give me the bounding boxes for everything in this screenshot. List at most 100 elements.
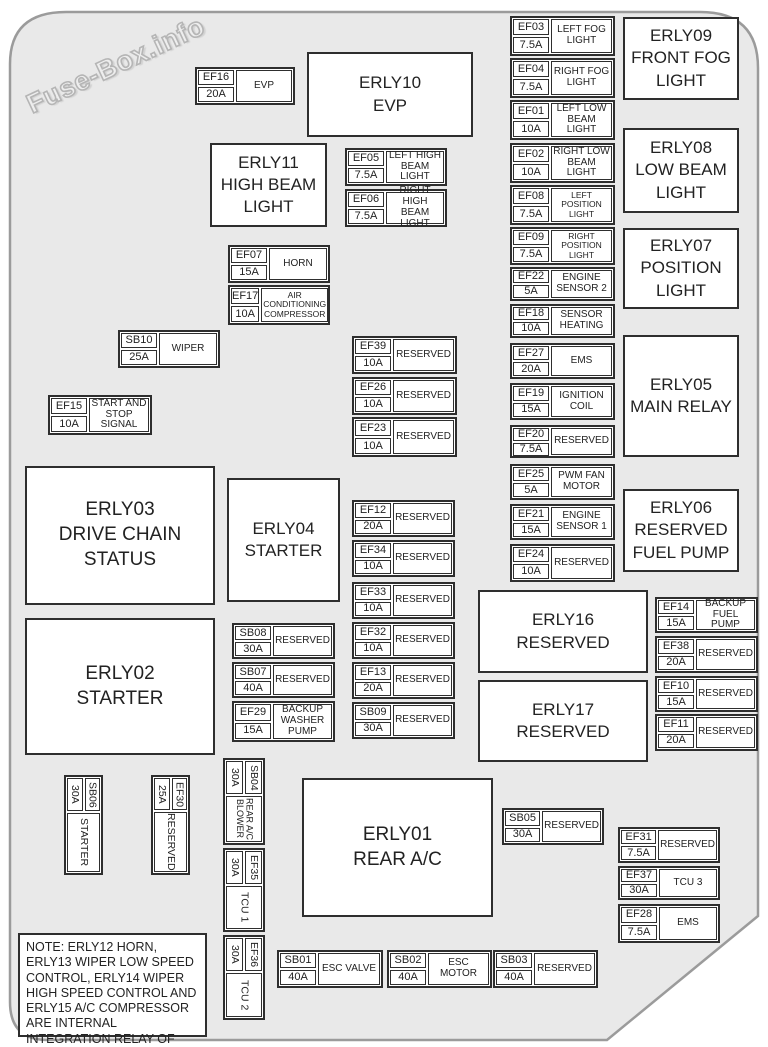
relay-desc: DRIVE CHAIN STATUS xyxy=(58,524,182,570)
fuse-id-label: EF22 xyxy=(513,270,549,283)
relay-desc: FRONT FOG LIGHT xyxy=(631,48,731,90)
fuse-desc-label: ESC VALVE xyxy=(318,953,380,985)
fuse-amp-label: 10A xyxy=(513,121,549,137)
fuse-amp-label: 10A xyxy=(513,564,549,579)
relay-desc: HIGH BEAM LIGHT xyxy=(220,174,317,217)
fuse-id-label: EF20 xyxy=(513,428,549,441)
fuse-desc-label: SENSOR HEATING xyxy=(551,307,612,335)
fuse-desc-label: TCU 3 xyxy=(659,869,717,897)
fuse-desc-label: RESERVED xyxy=(393,543,452,574)
fuse-id-label: EF36 xyxy=(245,938,262,971)
fuse-desc-label: ESC MOTOR xyxy=(428,953,489,985)
fuse-desc-label: EMS xyxy=(659,907,717,940)
fuse-amp-label: 7.5A xyxy=(513,247,549,262)
relay-name: ERLY11 xyxy=(238,152,299,172)
fuse-id-label: EF39 xyxy=(355,339,391,354)
fuse-id-label: SB04 xyxy=(245,761,262,794)
fuse-desc-label: RESERVED xyxy=(393,339,454,371)
fuse-id-label: SB02 xyxy=(390,953,426,968)
fuse-desc-label: TCU 1 xyxy=(226,886,262,929)
fuse-id-label: SB06 xyxy=(84,778,100,811)
fuse-id-label: EF27 xyxy=(513,346,549,360)
fuse-amp-label: 10A xyxy=(355,397,391,412)
fuse-amp-label: 20A xyxy=(658,733,694,748)
fuse-desc-label: RIGHT POSITION LIGHT xyxy=(551,230,612,262)
relay-desc: REAR A/C xyxy=(353,848,442,870)
fuse-id-label: EF11 xyxy=(658,717,694,732)
relay-name: ERLY02 xyxy=(85,662,155,684)
relay-name: ERLY05 xyxy=(649,374,713,394)
fuse-id-label: EF16 xyxy=(198,70,234,85)
fuse-amp-label: 10A xyxy=(355,438,391,454)
relay-name: ERLY04 xyxy=(252,518,315,538)
fuse-id-label: EF13 xyxy=(355,665,391,680)
fuse-amp-label: 7.5A xyxy=(348,168,384,183)
fuse-desc-label: LEFT FOG LIGHT xyxy=(551,19,612,53)
fuse-amp-label: 7.5A xyxy=(513,206,549,222)
fuse-desc-label: RESERVED xyxy=(696,679,755,709)
relay-name: ERLY03 xyxy=(85,499,155,521)
fuse-desc-label: TCU 2 xyxy=(226,973,262,1017)
fuse-desc-label: RESERVED xyxy=(393,665,452,696)
fuse-desc-label: RESERVED xyxy=(154,812,187,872)
relay-desc: MAIN RELAY xyxy=(630,397,732,416)
fuse-amp-label: 30A xyxy=(505,827,541,842)
fuse-desc-label: ENGINE SENSOR 2 xyxy=(551,270,612,298)
fuse-id-label: EF18 xyxy=(513,307,549,320)
fuse-amp-label: 15A xyxy=(658,695,694,709)
fuse-amp-label: 30A xyxy=(226,761,243,794)
fuse-desc-label: ENGINE SENSOR 1 xyxy=(551,507,612,537)
fuse-id-label: EF07 xyxy=(231,248,267,263)
fuse-id-label: EF28 xyxy=(621,907,657,923)
fuse-amp-label: 30A xyxy=(226,851,243,884)
fuse-id-label: EF24 xyxy=(513,547,549,562)
relay-name: ERLY10 xyxy=(358,73,422,93)
fuse-amp-label: 10A xyxy=(355,559,391,574)
fuse-id-label: EF15 xyxy=(51,398,87,414)
fuse-id-label: EF05 xyxy=(348,151,384,166)
fuse-desc-label: EVP xyxy=(236,70,292,102)
fuse-desc-label: RESERVED xyxy=(393,503,452,534)
fuse-id-label: SB07 xyxy=(235,665,271,679)
fuse-desc-label: LEFT LOW BEAM LIGHT xyxy=(551,103,612,137)
relay-name: ERLY06 xyxy=(649,498,713,518)
fuse-amp-label: 5A xyxy=(513,483,549,497)
fuse-id-label: EF19 xyxy=(513,386,549,401)
relay-desc: STARTER xyxy=(76,687,164,709)
note-box: NOTE: ERLY12 HORN, ERLY13 WIPER LOW SPEE… xyxy=(18,933,207,1047)
fuse-desc-label: IGNITION COIL xyxy=(551,386,612,417)
fuse-id-label: SB05 xyxy=(505,811,541,826)
fuse-amp-label: 15A xyxy=(513,402,549,417)
fuse-desc-label: RESERVED xyxy=(696,639,755,670)
fuse-amp-label: 30A xyxy=(226,938,243,971)
